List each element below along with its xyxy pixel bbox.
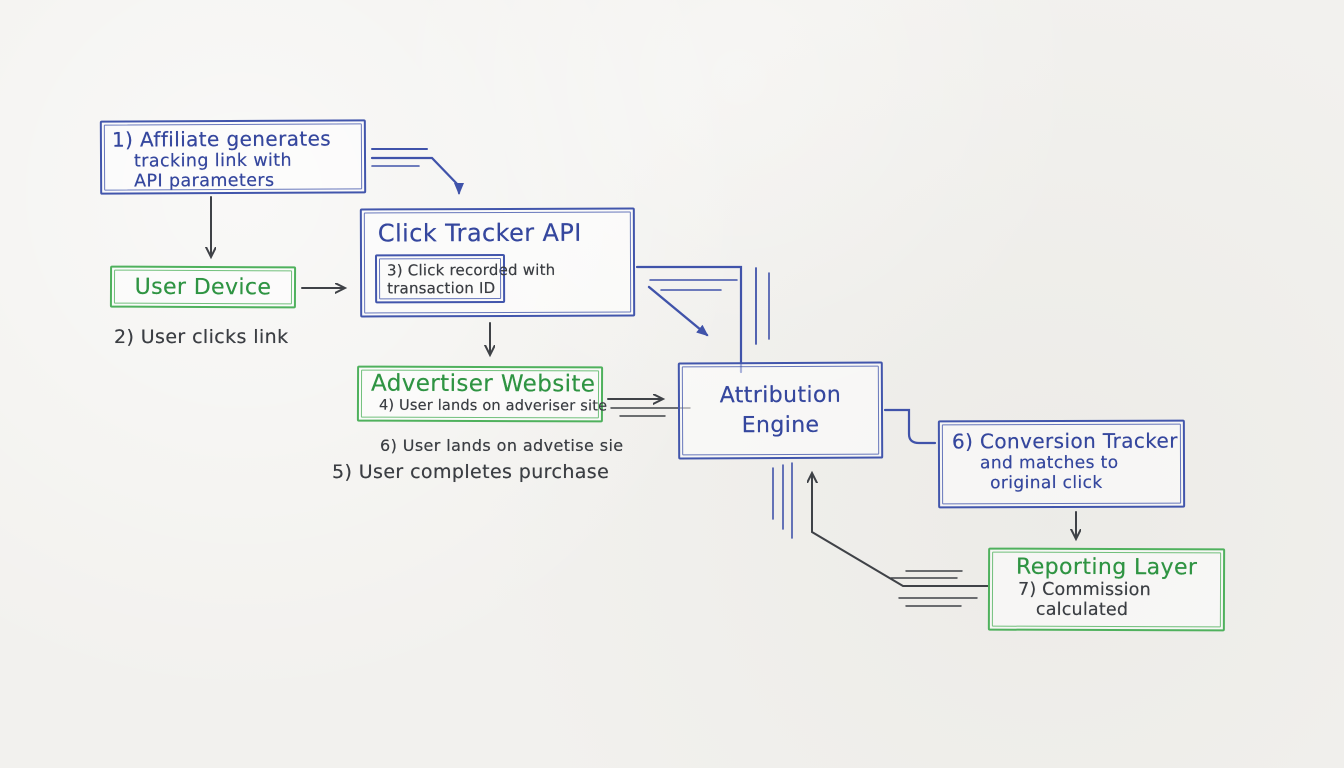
node-advertiser-title: Advertiser Website (370, 370, 596, 398)
node-reporting-title: Reporting Layer (1016, 554, 1198, 581)
node-reporting-detail2: calculated (1035, 599, 1129, 621)
node-click-tracker-title: Click Tracker API (377, 218, 582, 248)
node-click-tracker-inner-box: 3) Click recorded with transaction ID (374, 253, 556, 304)
node-conversion-line1: 6) Conversion Tracker (951, 428, 1178, 454)
node-user-device-label: User Device (134, 274, 272, 300)
arrow-clicktracker-to-attribution (647, 285, 709, 337)
node-affiliate-line1: 1) Affiliate generates (111, 126, 332, 152)
node-affiliate-line3: API parameters (134, 170, 275, 192)
line-clicktracker-to-attribution (635, 265, 743, 374)
node-attribution-line2: Engine (741, 412, 820, 438)
node-advertiser: Advertiser Website 4) User lands on adve… (356, 365, 608, 423)
node-affiliate-line2: tracking link with (133, 150, 293, 172)
node-user-device: User Device (109, 265, 297, 309)
node-attribution: Attribution Engine (677, 361, 884, 460)
arrow-affiliate-to-clicktracker (370, 156, 464, 195)
node-conversion-line3: original click (990, 472, 1103, 494)
node-click-tracker-detail2: transaction ID (387, 279, 496, 298)
node-click-tracker: Click Tracker API 3) Click recorded with… (359, 207, 636, 318)
node-advertiser-detail: 4) User lands on adveriser site (378, 397, 608, 415)
node-attribution-line1: Attribution (719, 382, 842, 409)
annotation-step6: 6) User lands on advetise sie (380, 436, 624, 455)
node-reporting-detail1: 7) Commission (1017, 579, 1151, 601)
node-conversion-line2: and matches to (979, 452, 1119, 474)
node-reporting: Reporting Layer 7) Commission calculated (987, 547, 1226, 632)
annotation-step5: 5) User completes purchase (332, 461, 610, 483)
node-click-tracker-detail1: 3) Click recorded with (386, 260, 556, 280)
annotation-step2: 2) User clicks link (114, 326, 289, 348)
node-affiliate: 1) Affiliate generates tracking link wit… (99, 119, 367, 195)
node-conversion: 6) Conversion Tracker and matches to ori… (937, 419, 1186, 509)
line-attribution-to-conversion (883, 408, 937, 445)
